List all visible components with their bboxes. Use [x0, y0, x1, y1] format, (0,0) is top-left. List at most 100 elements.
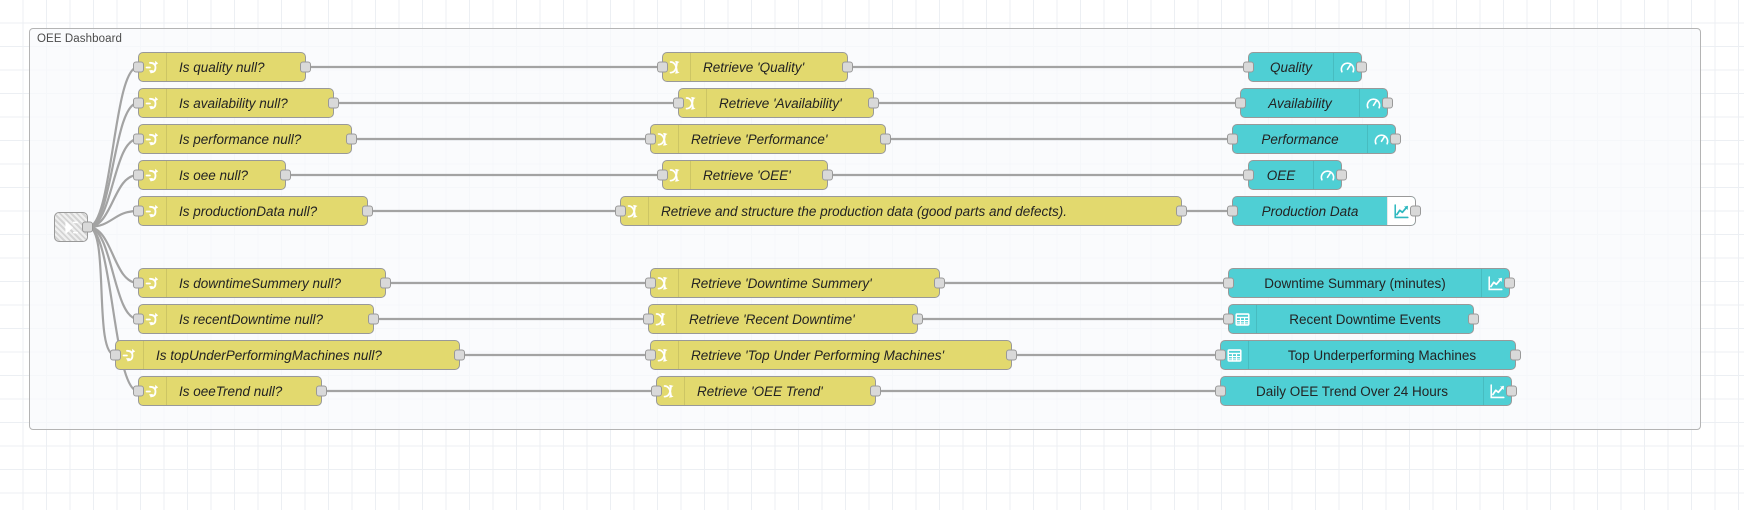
node-label: Is oee null? — [179, 167, 249, 183]
node-input-port[interactable] — [133, 205, 144, 217]
change-node-7[interactable]: Retrieve 'Top Under Performing Machines' — [645, 340, 1017, 370]
node-input-port[interactable] — [657, 169, 668, 181]
change-node-8[interactable]: Retrieve 'OEE Trend' — [651, 376, 881, 406]
switch-node-4[interactable]: Is productionData null? — [133, 196, 373, 226]
node-label: Retrieve 'OEE' — [703, 167, 791, 183]
disabled-inject-node[interactable] — [54, 212, 93, 242]
node-input-port[interactable] — [643, 313, 654, 325]
node-input-port[interactable] — [1227, 205, 1238, 217]
node-output-port[interactable] — [1510, 349, 1521, 361]
node-label: Is oeeTrend null? — [179, 383, 283, 399]
node-input-port[interactable] — [1215, 385, 1226, 397]
dashboard-node-2[interactable]: Performance — [1227, 124, 1401, 154]
node-input-port[interactable] — [1243, 61, 1254, 73]
node-output-port[interactable] — [1382, 97, 1393, 109]
table-icon — [1221, 341, 1249, 369]
node-input-port[interactable] — [1215, 349, 1226, 361]
change-icon — [649, 305, 677, 333]
dashboard-node-5[interactable]: Downtime Summary (minutes) — [1223, 268, 1515, 298]
node-output-port[interactable] — [328, 97, 339, 109]
node-input-port[interactable] — [1243, 169, 1254, 181]
node-output-port[interactable] — [454, 349, 465, 361]
node-output-port[interactable] — [868, 97, 879, 109]
change-icon — [651, 125, 679, 153]
node-output-port[interactable] — [1468, 313, 1479, 325]
dashboard-node-3[interactable]: OEE — [1243, 160, 1347, 190]
node-input-port[interactable] — [133, 133, 144, 145]
change-node-4[interactable]: Retrieve and structure the production da… — [615, 196, 1187, 226]
node-output-port[interactable] — [300, 61, 311, 73]
switch-node-8[interactable]: Is oeeTrend null? — [133, 376, 327, 406]
node-input-port[interactable] — [1223, 277, 1234, 289]
switch-node-6[interactable]: Is recentDowntime null? — [133, 304, 379, 334]
change-node-3[interactable]: Retrieve 'OEE' — [657, 160, 833, 190]
node-output-port[interactable] — [1390, 133, 1401, 145]
node-label: Is availability null? — [179, 95, 288, 111]
switch-node-0[interactable]: Is quality null? — [133, 52, 311, 82]
node-output-port[interactable] — [280, 169, 291, 181]
node-output-port[interactable] — [380, 277, 391, 289]
node-input-port[interactable] — [133, 61, 144, 73]
node-input-port[interactable] — [1227, 133, 1238, 145]
change-node-1[interactable]: Retrieve 'Availability' — [673, 88, 879, 118]
node-output-port[interactable] — [316, 385, 327, 397]
node-label: Recent Downtime Events — [1289, 311, 1441, 327]
node-input-port[interactable] — [651, 385, 662, 397]
node-output-port[interactable] — [822, 169, 833, 181]
node-input-port[interactable] — [1223, 313, 1234, 325]
node-input-port[interactable] — [673, 97, 684, 109]
switch-node-3[interactable]: Is oee null? — [133, 160, 291, 190]
node-output-port[interactable] — [368, 313, 379, 325]
switch-icon — [139, 89, 167, 117]
node-label: Daily OEE Trend Over 24 Hours — [1255, 383, 1449, 399]
node-input-port[interactable] — [645, 277, 656, 289]
dashboard-node-8[interactable]: Daily OEE Trend Over 24 Hours — [1215, 376, 1517, 406]
dashboard-node-7[interactable]: Top Underperforming Machines — [1215, 340, 1521, 370]
dashboard-node-4[interactable]: Production Data — [1227, 196, 1421, 226]
node-input-port[interactable] — [615, 205, 626, 217]
node-label: Retrieve 'Performance' — [691, 131, 828, 147]
node-input-port[interactable] — [133, 313, 144, 325]
node-output-port[interactable] — [870, 385, 881, 397]
node-output-port[interactable] — [1336, 169, 1347, 181]
node-input-port[interactable] — [110, 349, 121, 361]
switch-node-5[interactable]: Is downtimeSummery null? — [133, 268, 391, 298]
node-input-port[interactable] — [1235, 97, 1246, 109]
node-output-port[interactable] — [1506, 385, 1517, 397]
node-input-port[interactable] — [645, 133, 656, 145]
node-input-port[interactable] — [133, 277, 144, 289]
node-input-port[interactable] — [133, 169, 144, 181]
dashboard-node-6[interactable]: Recent Downtime Events — [1223, 304, 1479, 334]
node-output-port[interactable] — [880, 133, 891, 145]
node-label: Quality — [1269, 59, 1313, 75]
switch-node-1[interactable]: Is availability null? — [133, 88, 339, 118]
switch-node-7[interactable]: Is topUnderPerformingMachines null? — [110, 340, 465, 370]
node-output-port[interactable] — [1356, 61, 1367, 73]
node-input-port[interactable] — [657, 61, 668, 73]
change-node-0[interactable]: Retrieve 'Quality' — [657, 52, 853, 82]
node-output-port[interactable] — [842, 61, 853, 73]
node-input-port[interactable] — [133, 97, 144, 109]
dashboard-node-0[interactable]: Quality — [1243, 52, 1367, 82]
dashboard-node-1[interactable]: Availability — [1235, 88, 1393, 118]
gauge-icon — [1367, 125, 1395, 153]
change-node-6[interactable]: Retrieve 'Recent Downtime' — [643, 304, 923, 334]
switch-icon — [116, 341, 144, 369]
node-output-port[interactable] — [1176, 205, 1187, 217]
node-output-port[interactable] — [346, 133, 357, 145]
node-output-port[interactable] — [1410, 205, 1421, 217]
node-input-port[interactable] — [133, 385, 144, 397]
node-output-port[interactable] — [362, 205, 373, 217]
node-output-port[interactable] — [912, 313, 923, 325]
change-node-2[interactable]: Retrieve 'Performance' — [645, 124, 891, 154]
switch-node-2[interactable]: Is performance null? — [133, 124, 357, 154]
change-node-5[interactable]: Retrieve 'Downtime Summery' — [645, 268, 945, 298]
node-input-port[interactable] — [645, 349, 656, 361]
node-output-port[interactable] — [934, 277, 945, 289]
node-output-port[interactable] — [1006, 349, 1017, 361]
node-output-port[interactable] — [82, 221, 93, 233]
node-output-port[interactable] — [1504, 277, 1515, 289]
switch-icon — [139, 269, 167, 297]
node-label: Downtime Summary (minutes) — [1264, 275, 1446, 291]
